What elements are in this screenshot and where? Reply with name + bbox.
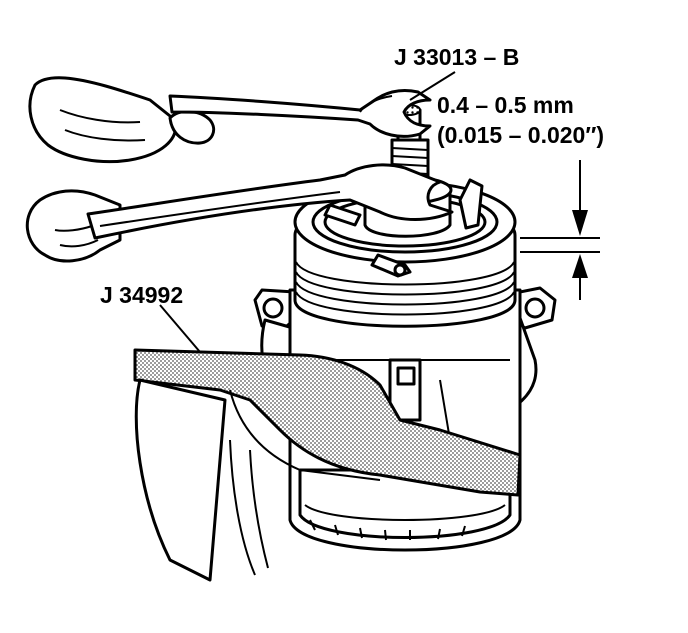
tool-label-j33013b: J 33013 – B (394, 44, 520, 70)
lower-hand (25, 189, 122, 263)
clearance-inch-label: (0.015 – 0.020″) (437, 122, 605, 148)
holding-fixture (133, 348, 522, 497)
base-support (134, 378, 269, 582)
leader-lines (159, 71, 456, 353)
clearance-dimension (520, 160, 600, 300)
clearance-mm-label: 0.4 – 0.5 mm (437, 92, 574, 118)
upper-hand (28, 76, 216, 164)
tool-label-j34992: J 34992 (100, 282, 184, 308)
lower-wrench (86, 163, 454, 240)
upper-wrench (168, 88, 432, 138)
holding-pins (323, 178, 484, 278)
